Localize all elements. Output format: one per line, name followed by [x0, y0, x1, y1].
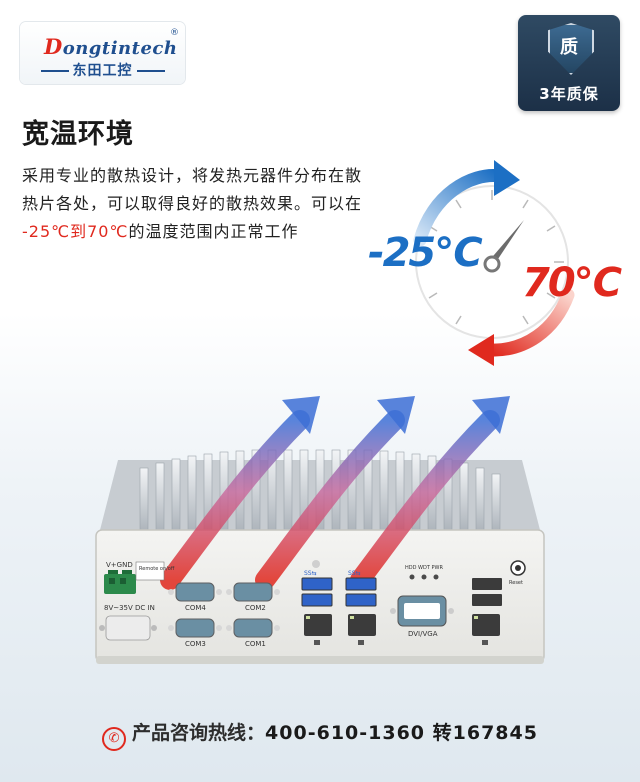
com1-label: COM1 [245, 640, 266, 648]
temperature-range: -25℃到70℃ [22, 222, 129, 241]
reset-label: Reset [509, 580, 523, 586]
logo-first-letter: D [44, 34, 63, 59]
heat-flow-arrow-heads [282, 396, 510, 434]
com2-label: COM2 [245, 604, 266, 612]
logo-rest: ongtintech [62, 38, 178, 59]
phone-icon: ✆ [102, 727, 127, 751]
heat-flow-arrows [160, 410, 500, 590]
lan-ports [304, 614, 500, 636]
section-title: 宽温环境 [22, 119, 134, 150]
warranty-badge: 质 3年质保 [518, 15, 620, 111]
remote-switch-box [135, 561, 165, 581]
com-ports [175, 582, 273, 638]
logo-wordmark: Dongtintech [44, 34, 177, 59]
brand-logo: Dongtintech ® 东田工控 [20, 22, 185, 84]
usb3-label-left: SS⇆ [304, 570, 317, 577]
warranty-text: 3年质保 [539, 85, 599, 103]
front-panel-base [96, 656, 544, 664]
status-leds [409, 574, 439, 580]
max-temperature: 70℃ [522, 260, 622, 306]
logo-chinese: 东田工控 [20, 60, 185, 80]
power-label: V+GND [106, 561, 133, 569]
description-line-1: 采用专业的散热设计，将发热元器件分布在散 [22, 166, 363, 185]
description-line-2: 热片各处，可以取得良好的散热效果。可以在 [22, 194, 363, 213]
quality-glyph: 质 [560, 37, 578, 58]
min-temperature: -25℃ [368, 230, 483, 276]
registered-mark: ® [170, 28, 179, 38]
hotline-label: 产品咨询热线： [132, 722, 266, 744]
description: 采用专业的散热设计，将发热元器件分布在散 热片各处，可以取得良好的散热效果。可以… [22, 162, 412, 246]
dc-in-cover [105, 615, 151, 641]
com4-label: COM4 [185, 604, 206, 612]
usb3-ports [301, 577, 377, 607]
usb2-ports [472, 578, 502, 606]
hotline-number[interactable]: 400-610-1360 转167845 [265, 722, 538, 744]
heatsink-fins [139, 449, 501, 531]
dvi-vga-label: DVI/VGA [408, 630, 438, 638]
dc-in-label: 8V~35V DC IN [104, 604, 155, 612]
description-line-3: -25℃到70℃的温度范围内正常工作 [22, 218, 412, 246]
com3-label: COM3 [185, 640, 206, 648]
usb3-label-right: SS⇆ [348, 570, 361, 577]
description-line-3-rest: 的温度范围内正常工作 [128, 222, 299, 241]
led-label: HDD WDT PWR [405, 565, 443, 571]
network-icons [314, 640, 488, 645]
remote-label: Remote on/off [139, 566, 175, 572]
hotline: ✆产品咨询热线：400-610-1360 转167845 [0, 718, 640, 751]
